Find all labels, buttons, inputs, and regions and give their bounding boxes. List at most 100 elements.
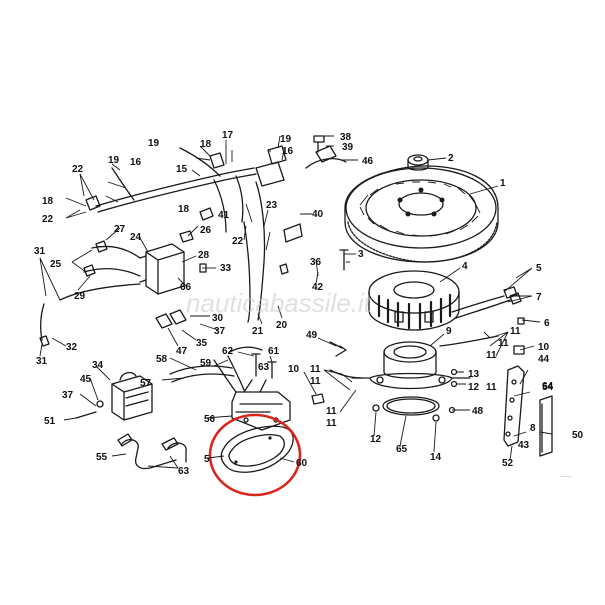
callout-11f: 11 xyxy=(326,406,337,417)
hardware[interactable] xyxy=(75,135,525,422)
callout-18c: 18 xyxy=(42,196,54,207)
callout-37b: 37 xyxy=(62,390,74,401)
pack-gasket[interactable] xyxy=(220,425,294,473)
callout-41: 41 xyxy=(218,210,230,221)
callout-23: 23 xyxy=(266,200,278,211)
callout-3: 3 xyxy=(358,249,364,260)
callout-30: 30 xyxy=(212,313,224,324)
callout-9: 9 xyxy=(446,326,452,337)
callout-11h: 11 xyxy=(486,382,497,393)
retainer-ring[interactable] xyxy=(382,396,440,416)
callout-58: 58 xyxy=(156,354,168,365)
callout-5b: 5 xyxy=(204,454,210,465)
callout-11c: 11 xyxy=(486,350,497,361)
callout-63b: 63 xyxy=(178,466,190,477)
callout-11a: 11 xyxy=(510,326,521,337)
ignition-coil[interactable] xyxy=(111,371,153,421)
callout-13: 13 xyxy=(468,369,480,380)
callout-4: 4 xyxy=(462,261,468,272)
callout-12a: 12 xyxy=(468,382,480,393)
callout-16b: 16 xyxy=(282,146,294,157)
highlight-circle xyxy=(208,413,302,497)
callout-22a: 22 xyxy=(72,164,84,175)
callout-61: 61 xyxy=(268,346,280,357)
callout-37a: 37 xyxy=(214,326,226,337)
stator[interactable] xyxy=(368,270,460,331)
callout-10: 10 xyxy=(538,342,550,353)
callout-42: 42 xyxy=(312,282,324,293)
callout-35: 35 xyxy=(196,338,208,349)
callout-48: 48 xyxy=(472,406,484,417)
callout-63a: 63 xyxy=(258,362,270,373)
callout-55: 55 xyxy=(96,452,108,463)
callout-57: 57 xyxy=(140,378,152,389)
callout-32: 32 xyxy=(66,342,78,353)
callout-27: 27 xyxy=(114,224,126,235)
strap[interactable] xyxy=(539,395,553,457)
callout-19a: 19 xyxy=(148,138,160,149)
spark-plug-leads[interactable] xyxy=(117,433,187,470)
watermark: nauticabassile.it xyxy=(186,288,373,318)
callout-labels: 1 2 3 4 5 6 7 8 9 10 10 11 11 11 11 11 1… xyxy=(34,130,584,477)
mounting-bracket[interactable] xyxy=(503,365,525,447)
callout-11g: 11 xyxy=(326,418,337,429)
callout-18a: 18 xyxy=(200,139,212,150)
callout-54: 54 xyxy=(542,382,554,393)
callout-1: 1 xyxy=(500,178,506,189)
callout-19b: 19 xyxy=(108,155,120,166)
callout-2: 2 xyxy=(448,153,454,164)
callout-25: 25 xyxy=(50,259,62,270)
callout-6: 6 xyxy=(544,318,550,329)
callout-20: 20 xyxy=(276,320,288,331)
callout-34: 34 xyxy=(92,360,104,371)
callout-50: 50 xyxy=(572,430,584,441)
callout-36: 36 xyxy=(310,257,322,268)
wiring-harness[interactable] xyxy=(85,145,287,323)
callout-33: 33 xyxy=(220,263,232,274)
callout-40: 40 xyxy=(312,209,324,220)
callout-60: 60 xyxy=(296,458,308,469)
callout-11b: 11 xyxy=(498,338,509,349)
callout-24: 24 xyxy=(130,232,142,243)
callout-15: 15 xyxy=(176,164,188,175)
callout-22b: 22 xyxy=(42,214,54,225)
callout-11e: 11 xyxy=(310,376,321,387)
callout-43: 43 xyxy=(518,440,530,451)
rectifier[interactable] xyxy=(139,243,185,295)
callout-21: 21 xyxy=(252,326,264,337)
callout-22c: 22 xyxy=(232,236,244,247)
callout-51: 51 xyxy=(44,416,56,427)
callout-65: 65 xyxy=(396,444,408,455)
flywheel[interactable] xyxy=(344,165,499,263)
callout-66: 66 xyxy=(180,282,192,293)
callout-31a: 31 xyxy=(34,246,46,257)
callout-64: 64 xyxy=(542,381,554,392)
callout-31b: 31 xyxy=(36,356,48,367)
callout-16a: 16 xyxy=(130,157,142,168)
power-pack[interactable] xyxy=(231,379,291,431)
callout-leaders xyxy=(39,135,553,469)
callout-18b: 18 xyxy=(178,204,190,215)
callout-38: 38 xyxy=(340,132,352,143)
callout-47: 47 xyxy=(176,346,188,357)
callout-5: 5 xyxy=(536,263,542,274)
callout-14: 14 xyxy=(430,452,442,463)
callout-56: 56 xyxy=(204,414,216,425)
callout-45: 45 xyxy=(80,374,92,385)
left-wires[interactable] xyxy=(39,240,141,347)
callout-11d: 11 xyxy=(310,364,321,375)
callout-46: 46 xyxy=(362,156,374,167)
callout-12b: 12 xyxy=(370,434,382,445)
callout-10b: 10 xyxy=(288,364,300,375)
callout-29: 29 xyxy=(74,291,86,302)
callout-39: 39 xyxy=(342,142,354,153)
callout-8: 8 xyxy=(530,423,536,434)
callout-62: 62 xyxy=(222,346,234,357)
corner-code: ~~~~~ xyxy=(560,474,572,479)
callout-19c: 19 xyxy=(280,134,292,145)
callout-49: 49 xyxy=(306,330,318,341)
callout-44: 44 xyxy=(538,354,550,365)
callout-7: 7 xyxy=(536,292,542,303)
callout-17: 17 xyxy=(222,130,234,141)
